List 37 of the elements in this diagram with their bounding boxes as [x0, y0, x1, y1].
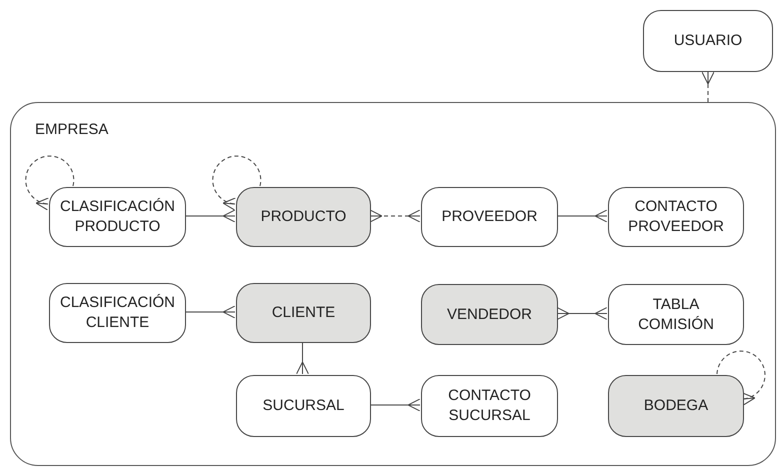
entity-box	[421, 187, 558, 247]
entity-box	[608, 187, 744, 247]
entity-box	[608, 284, 744, 345]
container-box	[10, 102, 776, 466]
entity-box	[643, 10, 773, 72]
self-relationship-line	[716, 350, 766, 406]
entity-name: BODEGA	[642, 396, 710, 416]
container-title: EMPRESA	[35, 120, 108, 140]
entity-box-shaded	[608, 375, 744, 437]
entity-name: CLASIFICACIÓN PRODUCTO	[58, 197, 176, 237]
entity-name: PROVEEDOR	[440, 207, 538, 227]
relationship-line	[370, 210, 420, 222]
relationship-line	[556, 307, 608, 320]
entity-box	[49, 283, 186, 343]
entity-name: CONTACTO SUCURSAL	[447, 386, 532, 426]
entity-name: SUCURSAL	[262, 396, 346, 416]
entity-box-shaded	[236, 187, 371, 247]
relationship-line	[184, 306, 236, 318]
entity-name: VENDEDOR	[446, 304, 533, 324]
relationship-line	[296, 342, 309, 374]
entity-box	[49, 187, 186, 247]
entity-name: TABLA COMISIÓN	[637, 294, 715, 334]
entity-box	[236, 375, 371, 437]
entity-box	[421, 375, 558, 437]
entity-box-shaded	[421, 284, 558, 345]
self-relationship-line	[212, 156, 262, 210]
entity-name: PRODUCTO	[260, 207, 348, 227]
relationship-line	[184, 210, 236, 222]
self-relationship-line	[25, 156, 74, 210]
entity-name: CLASIFICACIÓN CLIENTE	[58, 293, 176, 333]
relationship-line	[370, 398, 420, 412]
entity-name: USUARIO	[672, 31, 744, 51]
relationship-line	[702, 72, 714, 102]
entity-name: CONTACTO PROVEEDOR	[627, 197, 725, 237]
entity-name: CLIENTE	[270, 303, 336, 323]
relationship-line	[556, 210, 608, 222]
entity-box-shaded	[236, 283, 371, 343]
